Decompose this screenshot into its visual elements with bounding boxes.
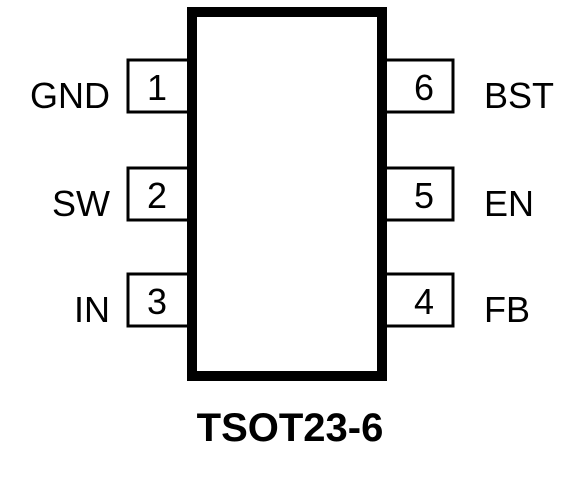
pin-1-number: 1 (147, 67, 167, 108)
pin-3-number: 3 (147, 281, 167, 322)
pin-3: 3 IN (74, 272, 192, 330)
pin-5: 5 EN (381, 166, 534, 224)
pin-4: 4 FB (381, 272, 530, 330)
pin-1: 1 GND (30, 58, 192, 116)
pin-3-label: IN (74, 289, 110, 330)
pin-6-label: BST (484, 75, 554, 116)
pin-6: 6 BST (381, 58, 554, 116)
package-body (187, 7, 387, 381)
pin-3-pad (126, 272, 192, 328)
pin-2: 2 SW (52, 166, 192, 224)
pin-2-label: SW (52, 183, 110, 224)
pin-6-number: 6 (414, 67, 434, 108)
package-name: TSOT23-6 (197, 406, 384, 450)
pin-5-label: EN (484, 183, 534, 224)
pin-5-number: 5 (414, 175, 434, 216)
pin-1-label: GND (30, 75, 110, 116)
pin-5-pad (381, 166, 455, 222)
pin-1-pad (126, 58, 192, 114)
pin-4-label: FB (484, 289, 530, 330)
pin-6-pad (381, 58, 455, 114)
pin-2-number: 2 (147, 175, 167, 216)
pin-4-number: 4 (414, 281, 434, 322)
pin-2-pad (126, 166, 192, 222)
